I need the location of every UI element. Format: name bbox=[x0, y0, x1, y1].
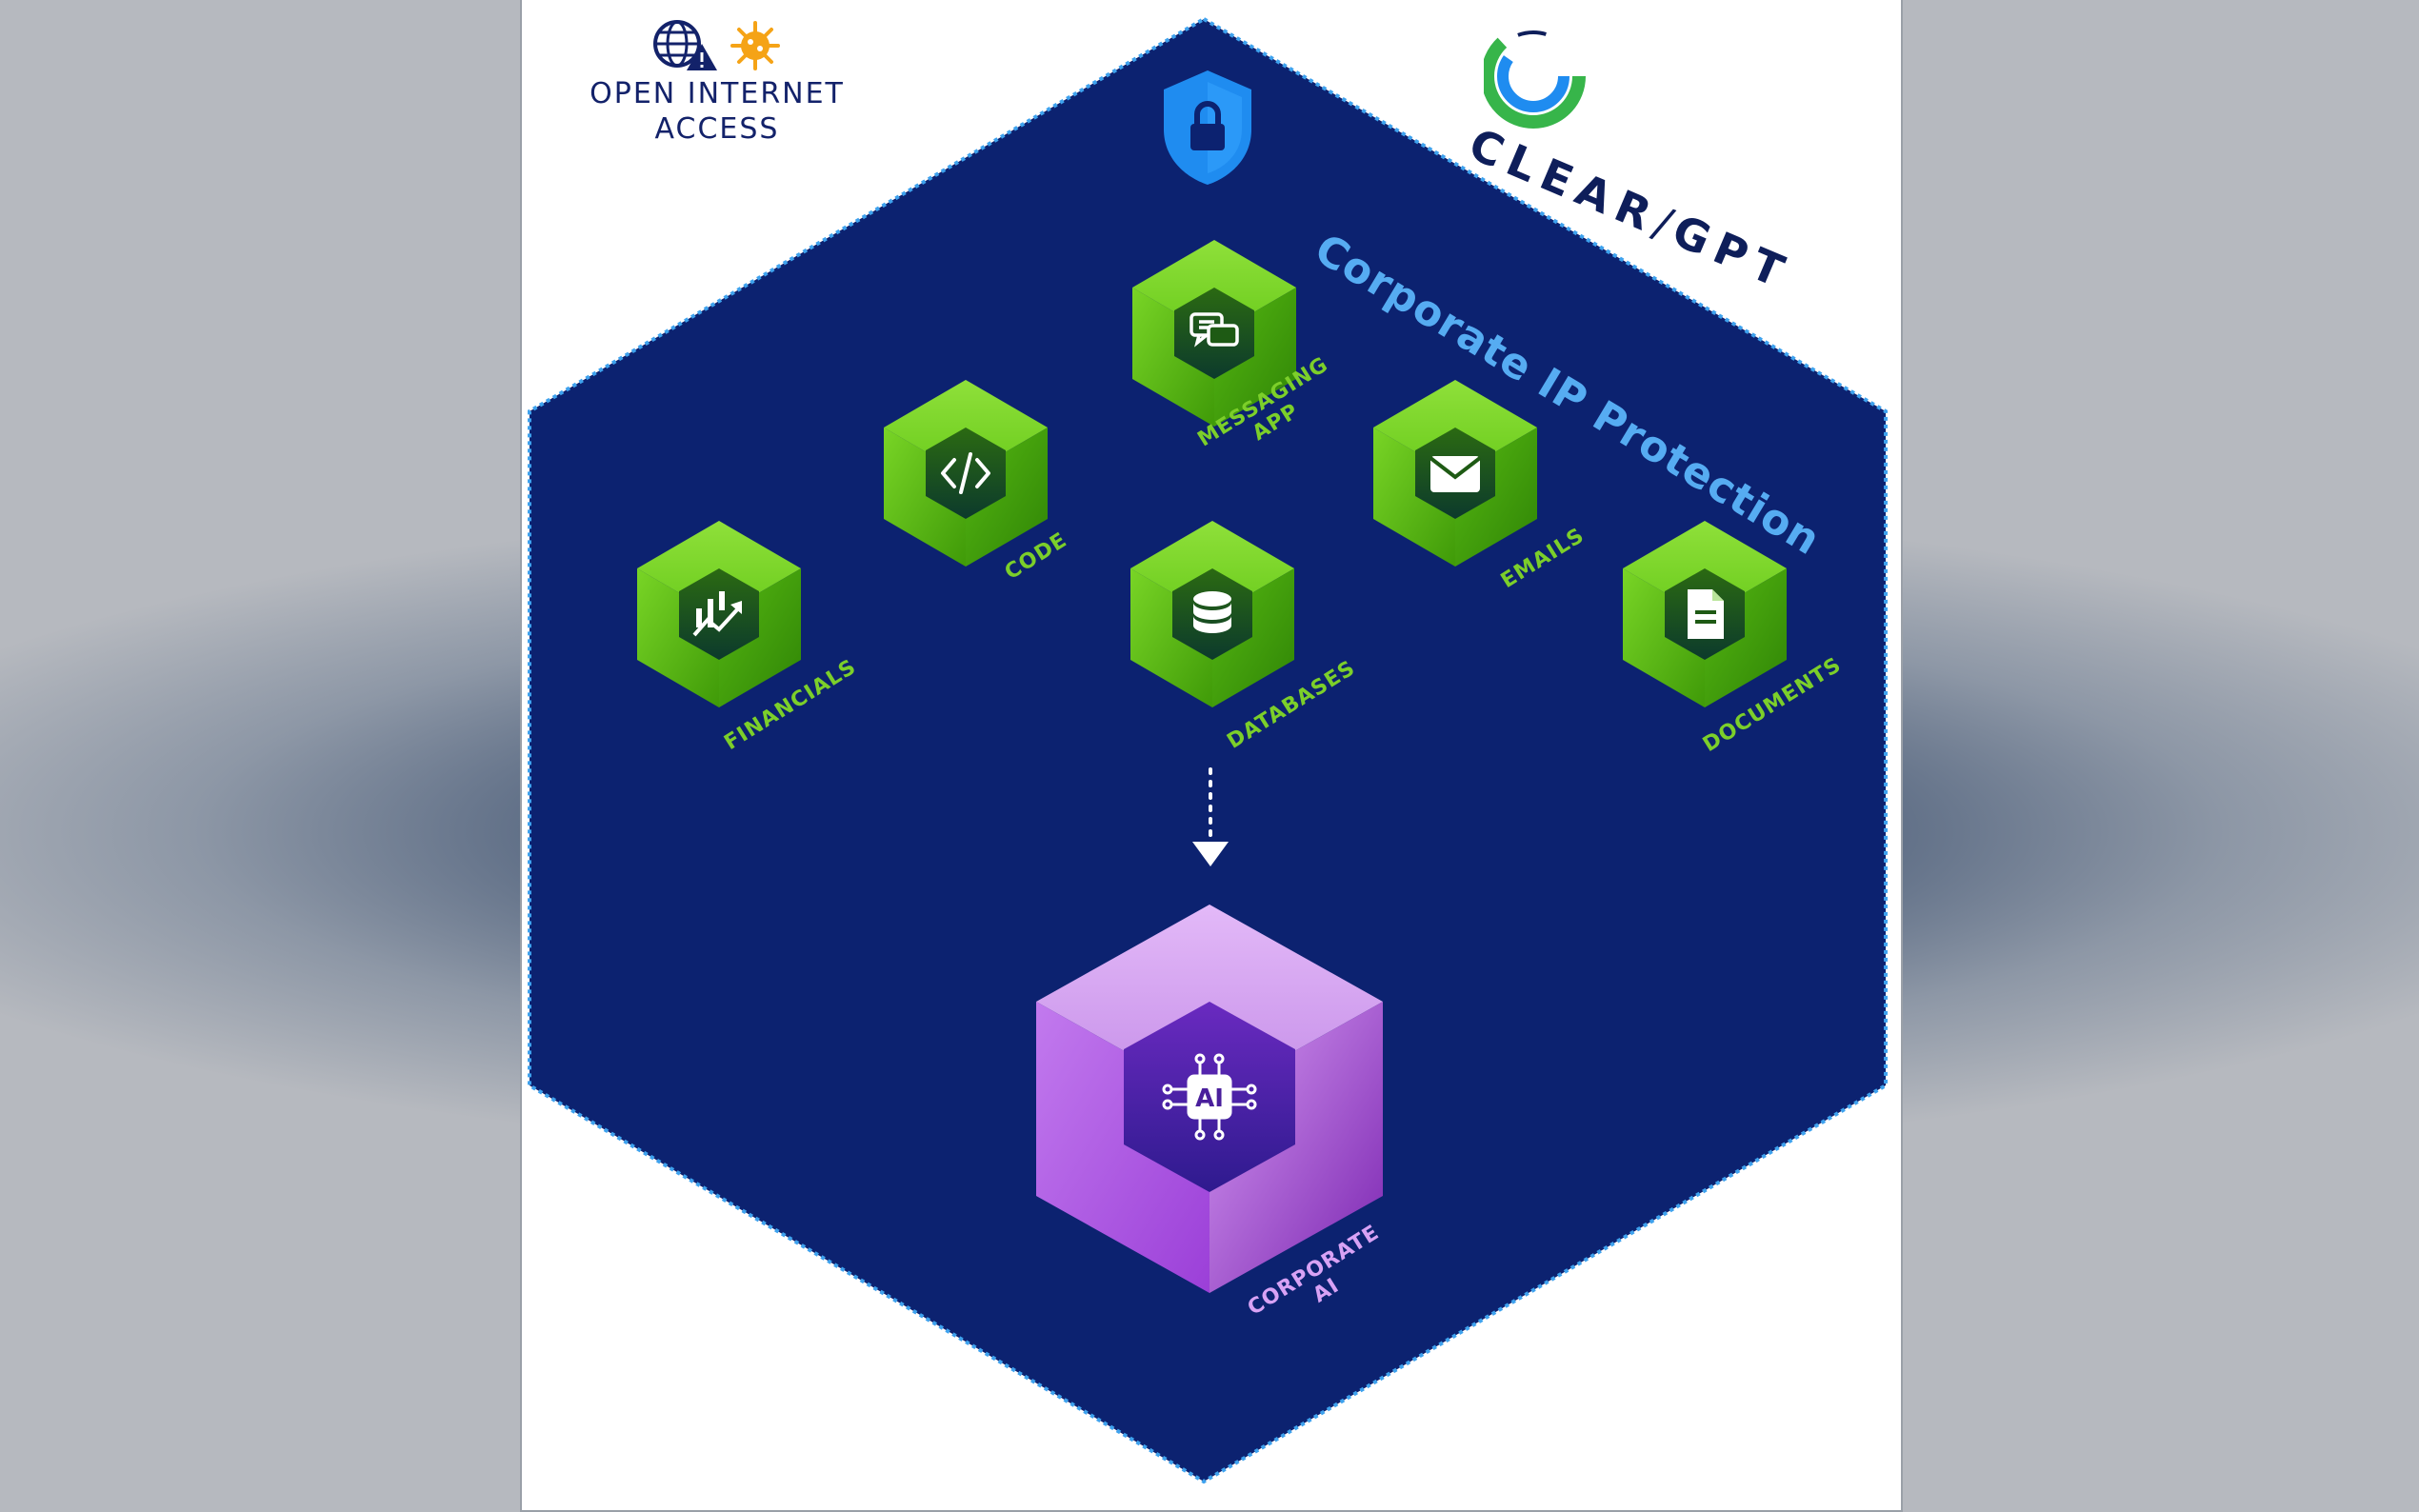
node-messaging bbox=[1132, 240, 1296, 427]
globe-warning-icon bbox=[653, 20, 717, 70]
shield-lock-icon bbox=[1164, 70, 1251, 185]
clear-gpt-logo-icon bbox=[1484, 24, 1586, 129]
chart-trend-icon bbox=[692, 591, 742, 637]
node-databases bbox=[1130, 521, 1294, 707]
envelope-icon bbox=[1429, 456, 1482, 492]
node-financials bbox=[637, 521, 801, 707]
node-emails bbox=[1373, 380, 1537, 567]
protection-hexagon bbox=[528, 16, 1888, 1484]
database-icon bbox=[1193, 591, 1231, 633]
open-internet-access: OPEN INTERNET ACCESS bbox=[560, 19, 874, 147]
code-brackets-icon bbox=[941, 452, 990, 494]
node-corporate-ai: AI bbox=[1036, 905, 1383, 1293]
node-code bbox=[884, 380, 1048, 567]
document-icon bbox=[1688, 589, 1724, 639]
chat-bubbles-icon bbox=[1190, 312, 1239, 348]
open-internet-line2: ACCESS bbox=[654, 112, 780, 146]
diagram-scene: AI bbox=[528, 16, 1888, 1484]
open-internet-line1: OPEN INTERNET bbox=[590, 77, 845, 110]
virus-icon bbox=[730, 21, 780, 70]
ai-chip-label: AI bbox=[1195, 1084, 1224, 1113]
banner-notch bbox=[1327, 67, 1819, 358]
node-documents bbox=[1623, 521, 1787, 707]
diagram-canvas: AI bbox=[520, 0, 1903, 1512]
ai-chip-icon bbox=[1162, 1053, 1257, 1141]
down-arrow-icon bbox=[1192, 767, 1229, 866]
